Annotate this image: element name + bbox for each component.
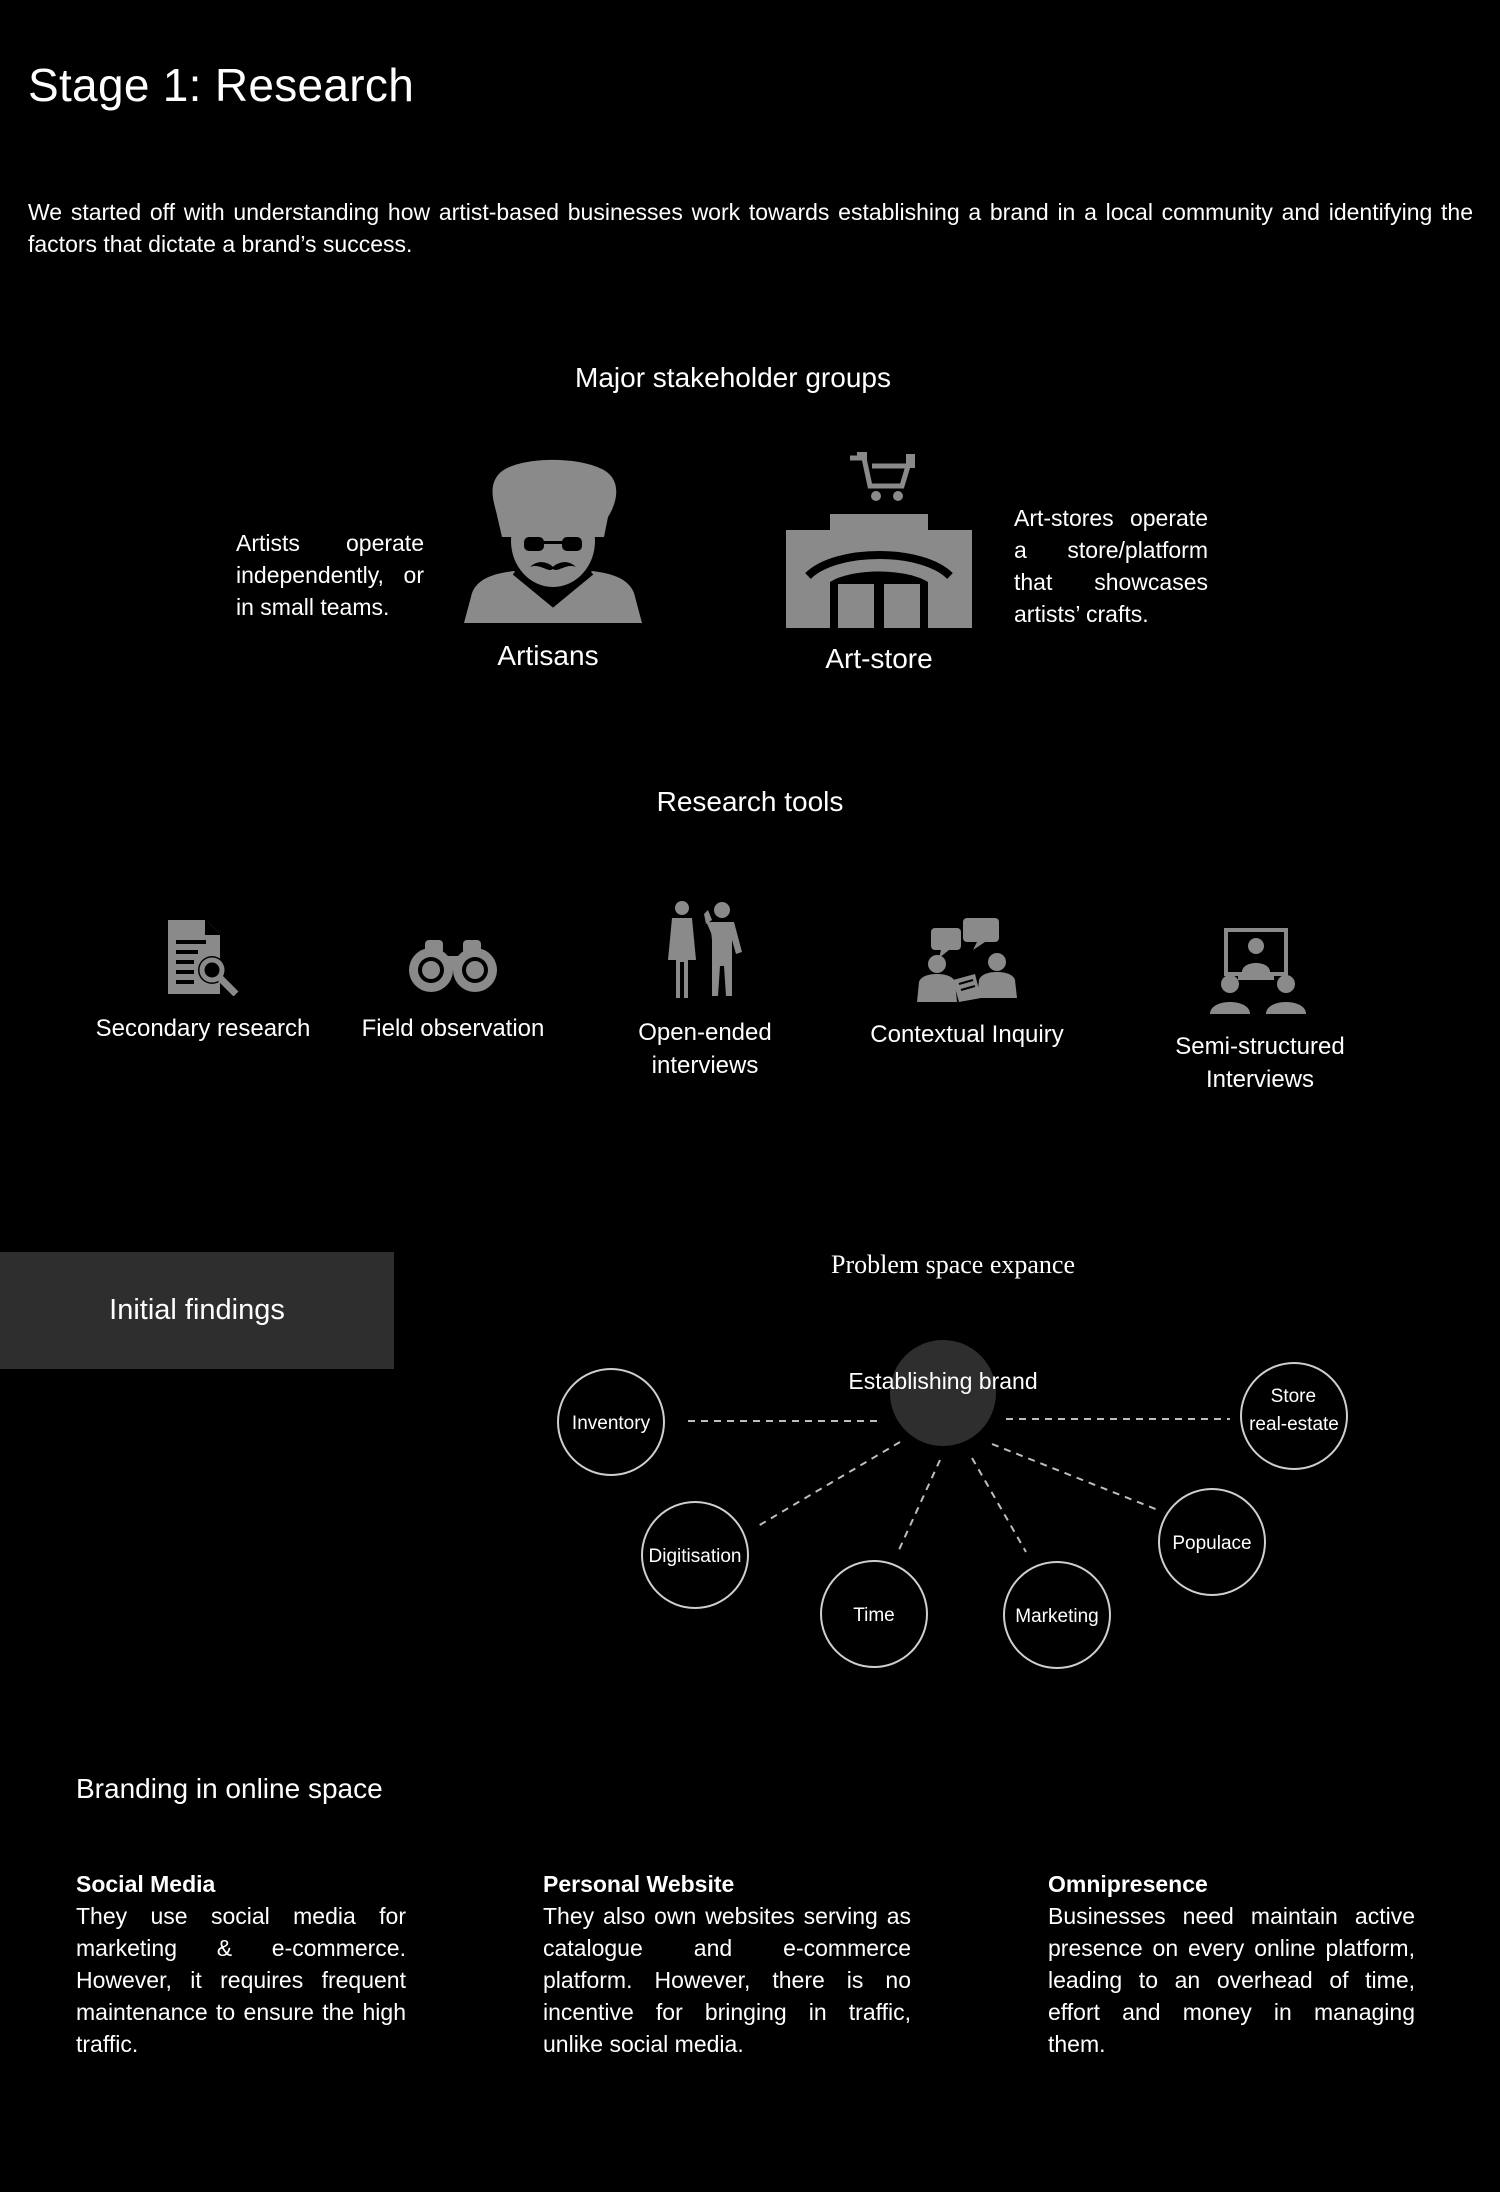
branding-heading: Branding in online space <box>76 1773 383 1804</box>
connector-digitisation <box>757 1441 901 1527</box>
node-store-circle <box>1240 1362 1348 1470</box>
column-title: Personal Website <box>543 1871 735 1897</box>
connector-time <box>897 1459 941 1553</box>
tool-field-observation: Field observation <box>338 918 568 1045</box>
node-store-label: Store real-estate <box>1249 1386 1339 1435</box>
page-title: Stage 1: Research <box>28 59 415 111</box>
tool-label: Contextual Inquiry <box>870 1021 1064 1048</box>
node-time-circle <box>820 1560 928 1668</box>
diagram-title: Problem space expance <box>830 1250 1075 1279</box>
interview-icon <box>668 901 742 998</box>
artisans-label: Artisans <box>497 640 599 671</box>
tool-label: Semi-structured Interviews <box>1175 1033 1345 1093</box>
column-body: They use social media for marketing & e-… <box>76 1903 406 2057</box>
center-node-label: Establishing brand <box>848 1368 1037 1394</box>
artstore-description: Art-stores operate a store/platform that… <box>1014 505 1208 627</box>
branding-column-omnipresence: Omnipresence Businesses need maintain ac… <box>1048 1868 1415 2060</box>
column-body: They also own websites serving as catalo… <box>543 1903 911 2057</box>
research-tools-heading: Research tools <box>656 786 844 817</box>
intro-paragraph: We started off with understanding how ar… <box>28 199 1473 257</box>
branding-column-personal-website: Personal Website They also own websites … <box>543 1868 911 2060</box>
node-marketing-circle <box>1003 1561 1111 1669</box>
artist-icon <box>464 459 642 623</box>
node-populace-circle <box>1158 1488 1266 1596</box>
column-title: Omnipresence <box>1048 1871 1208 1897</box>
tool-label: Field observation <box>361 1015 545 1042</box>
node-marketing-label: Marketing <box>1015 1606 1098 1627</box>
binoculars-icon <box>409 940 497 992</box>
store-icon <box>786 452 972 628</box>
node-digitisation-circle <box>641 1501 749 1609</box>
node-digitisation-label: Digitisation <box>649 1546 742 1567</box>
stakeholders-heading: Major stakeholder groups <box>575 362 891 393</box>
tool-label: Secondary research <box>95 1015 311 1042</box>
center-node <box>890 1340 996 1446</box>
video-meeting-icon <box>1210 928 1306 1014</box>
tool-label: Open-ended interviews <box>638 1019 772 1079</box>
artisans-description: Artists operate independently, or in sma… <box>236 530 424 620</box>
problem-space-diagram: Establishing brand Inventory Digitisatio… <box>557 1340 1348 1669</box>
column-body: Businesses need maintain active presence… <box>1048 1903 1415 2057</box>
document-search-icon <box>168 920 239 996</box>
tool-open-ended-interviews: Open-ended interviews <box>590 900 820 1082</box>
node-inventory-circle <box>557 1368 665 1476</box>
initial-findings-panel: Initial findings <box>0 1252 394 1369</box>
conversation-icon <box>917 918 1017 1002</box>
initial-findings-label: Initial findings <box>109 1294 285 1326</box>
tool-contextual-inquiry: Contextual Inquiry <box>852 918 1082 1051</box>
connector-marketing <box>971 1457 1027 1553</box>
tool-semi-structured-interviews: Semi-structured Interviews <box>1145 928 1375 1096</box>
node-populace-label: Populace <box>1172 1533 1251 1554</box>
node-inventory-label: Inventory <box>572 1413 651 1434</box>
column-title: Social Media <box>76 1871 216 1897</box>
branding-column-social-media: Social Media They use social media for m… <box>76 1868 406 2060</box>
connector-populace <box>991 1443 1159 1511</box>
tool-secondary-research: Secondary research <box>88 918 318 1045</box>
artstore-label: Art-store <box>825 643 933 674</box>
node-time-label: Time <box>853 1605 895 1626</box>
